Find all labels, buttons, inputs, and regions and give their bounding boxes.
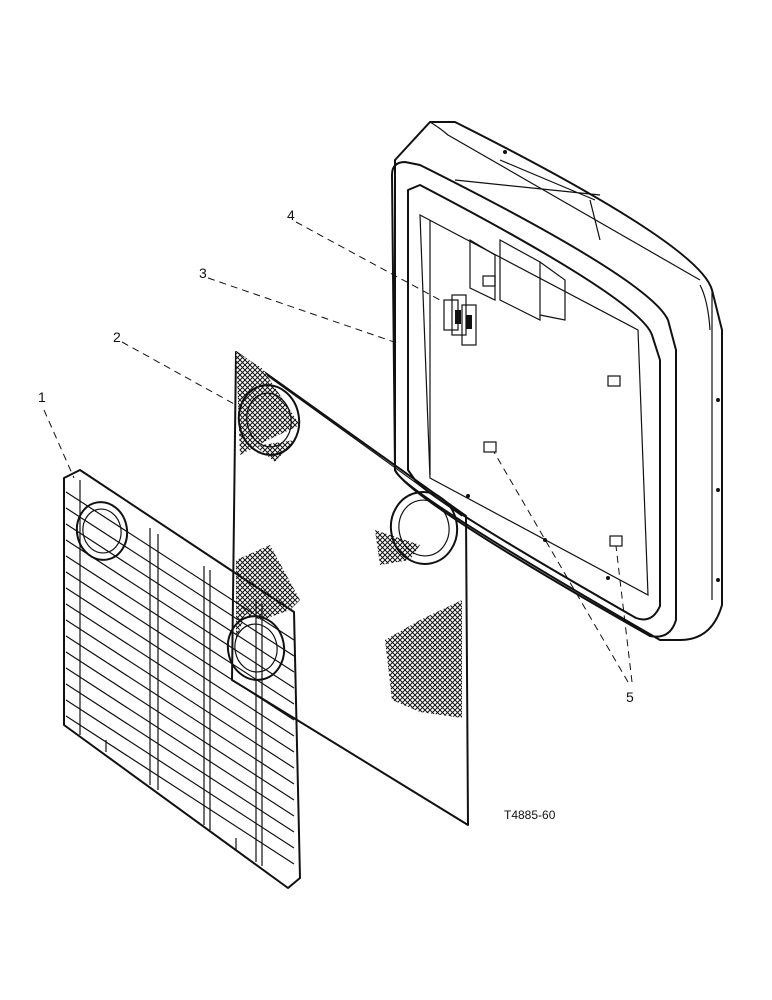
- drawing-reference: T4885-60: [504, 808, 556, 822]
- grille-frame: [391, 121, 723, 641]
- callout-1: 1: [38, 389, 46, 405]
- callout-3: 3: [199, 265, 207, 281]
- callout-5: 5: [626, 689, 634, 705]
- callout-2: 2: [113, 329, 121, 345]
- leader-lines: [43, 221, 633, 683]
- callout-4: 4: [287, 207, 295, 223]
- grille: [63, 469, 301, 889]
- emblem: [443, 294, 477, 346]
- screen: [231, 351, 469, 826]
- mounting-clips: [482, 275, 623, 547]
